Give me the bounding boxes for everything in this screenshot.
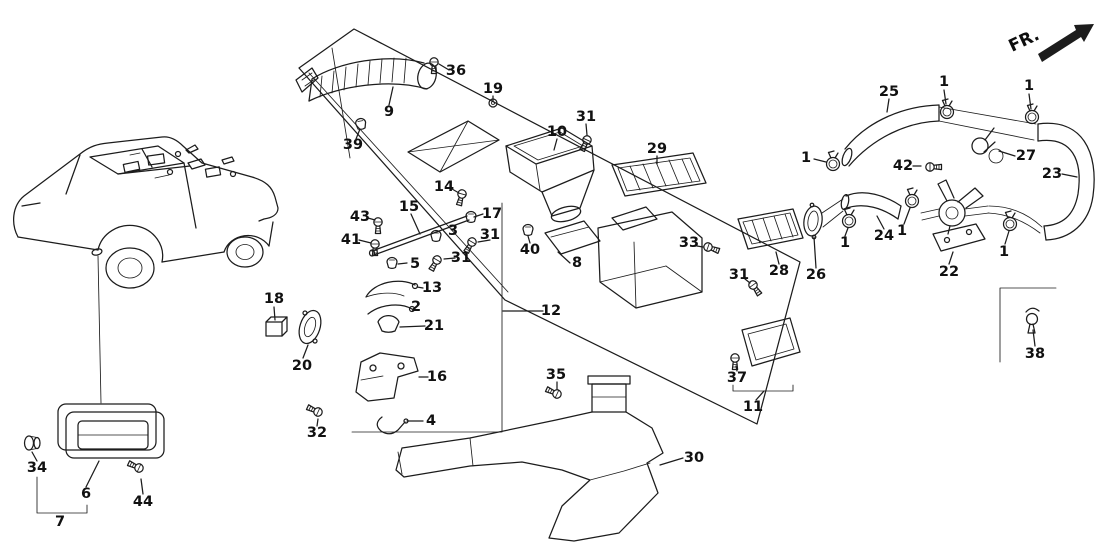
clock-assembly xyxy=(23,403,165,514)
part-number-label: 2 xyxy=(410,298,422,315)
part-number-label: 37 xyxy=(726,369,748,386)
part-number-label: 36 xyxy=(445,62,467,79)
part-number-label: 19 xyxy=(482,80,504,97)
center-vent-duct xyxy=(505,127,601,255)
part-number-label: 1 xyxy=(1023,77,1035,94)
side-vent-grilles xyxy=(611,152,823,250)
instrument-panel-outline xyxy=(295,28,801,425)
part-number-label: 1 xyxy=(839,234,851,251)
part-number-label: 27 xyxy=(1015,147,1037,164)
defroster-duct xyxy=(308,57,500,173)
car-sketch xyxy=(13,136,279,404)
part-number-label: 3 xyxy=(447,222,459,239)
wire-clip-icon xyxy=(1025,307,1040,313)
part-number-label: 42 xyxy=(892,157,914,174)
part-number-label: 13 xyxy=(421,279,443,296)
heater-unit xyxy=(597,206,764,309)
leader-lines xyxy=(31,63,1078,495)
part-number-label: 11 xyxy=(742,398,764,415)
part-number-label: 1 xyxy=(998,243,1010,260)
part-number-label: 31 xyxy=(479,226,501,243)
part-number-label: 35 xyxy=(545,366,567,383)
floor-duct xyxy=(395,375,664,542)
part-number-label: 14 xyxy=(433,178,455,195)
part-number-label: 1 xyxy=(938,73,950,90)
part-number-label: 5 xyxy=(409,255,421,272)
part-number-label: 44 xyxy=(132,493,154,510)
part-number-label: 34 xyxy=(26,459,48,476)
part-number-label: 6 xyxy=(80,485,92,502)
part-number-label: 4 xyxy=(425,412,437,429)
part-number-label: 32 xyxy=(306,424,328,441)
part-number-label: 16 xyxy=(426,368,448,385)
part-number-label: 39 xyxy=(342,136,364,153)
part-number-label: 29 xyxy=(646,140,668,157)
part-number-label: 9 xyxy=(383,103,395,120)
part-number-label: 15 xyxy=(398,198,420,215)
part-number-label: 12 xyxy=(540,302,562,319)
part-number-label: 8 xyxy=(571,254,583,271)
part-number-label: 1 xyxy=(896,222,908,239)
part-number-label: 30 xyxy=(683,449,705,466)
part-number-label: 41 xyxy=(340,231,362,248)
part-number-label: 17 xyxy=(481,205,503,222)
part-number-label: 10 xyxy=(546,123,568,140)
part-number-label: 20 xyxy=(291,357,313,374)
part-number-label: 33 xyxy=(678,234,700,251)
part-number-label: 7 xyxy=(54,513,66,530)
part-number-label: 38 xyxy=(1024,345,1046,362)
part-number-label: 31 xyxy=(575,108,597,125)
part-number-label: 1 xyxy=(800,149,812,166)
part-number-label: 18 xyxy=(263,290,285,307)
part-number-label: 31 xyxy=(728,266,750,283)
part-number-label: 24 xyxy=(873,227,895,244)
part-number-label: 26 xyxy=(805,266,827,283)
part-number-label: 21 xyxy=(423,317,445,334)
part-number-label: 22 xyxy=(938,263,960,280)
lower-vent-outlet xyxy=(730,317,801,392)
part-number-label: 31 xyxy=(450,249,472,266)
part-number-label: 23 xyxy=(1041,165,1063,182)
part-number-label: 25 xyxy=(878,83,900,100)
spring-clamp-icon xyxy=(971,137,989,155)
water-hose-system xyxy=(821,98,1095,363)
part-number-label: 40 xyxy=(519,241,541,258)
part-number-label: 28 xyxy=(768,262,790,279)
part-number-label: 43 xyxy=(349,208,371,225)
